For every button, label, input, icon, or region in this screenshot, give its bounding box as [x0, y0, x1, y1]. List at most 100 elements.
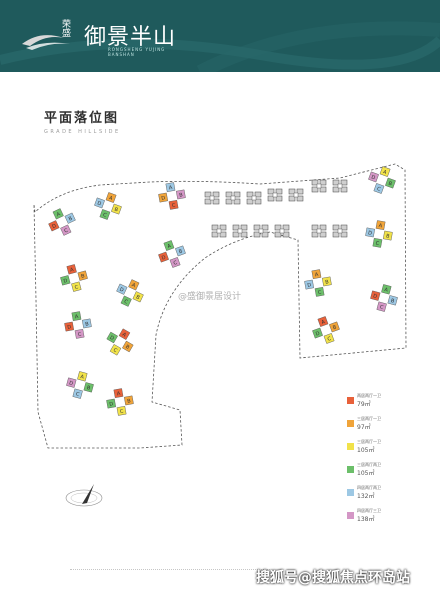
legend-area: 105㎡ [357, 470, 375, 477]
unit-letter: A [378, 223, 383, 230]
unit-letter: C [112, 347, 118, 354]
unit-block [48, 220, 60, 232]
unit-letter: C [173, 260, 179, 267]
legend-swatch [347, 397, 354, 404]
legend-area: 79㎡ [357, 401, 371, 408]
unit-letter: A [108, 195, 114, 202]
tower-block [211, 224, 227, 238]
unit-block [375, 220, 386, 231]
unit-block [368, 171, 379, 183]
unit-block [387, 295, 398, 306]
unit-letter: B [387, 181, 393, 188]
unit-letter: B [178, 248, 184, 255]
unit-letter: D [96, 200, 102, 207]
unit-block [175, 245, 186, 257]
tower-block [232, 224, 248, 238]
legend-swatch [347, 443, 354, 450]
legend-area: 132㎡ [357, 493, 375, 500]
tower-block [274, 224, 290, 238]
legend-area: 97㎡ [357, 424, 371, 431]
unit-letter: A [168, 185, 173, 192]
unit-letter: A [80, 374, 85, 381]
unit-block [72, 388, 83, 399]
unit-block [168, 199, 179, 210]
unit-letter: A [70, 267, 75, 274]
unit-block [111, 203, 122, 215]
watermark-bottom: 搜狐号@搜狐焦点环岛站 [256, 570, 410, 586]
brand-sub: RONGSHENG YUJING BANSHAN [108, 47, 166, 57]
unit-letter: B [85, 321, 90, 328]
unit-block [81, 318, 92, 329]
unit-block [323, 333, 335, 344]
unit-letter: D [372, 293, 377, 300]
tower-block [267, 188, 283, 202]
unit-letter: B [124, 344, 130, 351]
unit-block [373, 183, 385, 194]
unit-block [379, 166, 391, 177]
unit-letter: C [77, 332, 82, 339]
unit-block [128, 279, 140, 291]
unit-letter: B [127, 398, 132, 405]
unit-block [118, 328, 131, 340]
unit-letter: A [116, 391, 121, 398]
legend-item-105a: 三居两厅一卫 105㎡ [347, 439, 427, 462]
legend-label: 三居两厅一卫 [357, 416, 381, 421]
tower-block [332, 224, 348, 238]
unit-letter: B [68, 215, 74, 222]
unit-block [83, 382, 94, 393]
footnote-line [70, 569, 270, 572]
unit-letter: A [56, 211, 62, 218]
unit-letter: A [131, 282, 137, 289]
unit-block [60, 275, 71, 286]
unit-block [311, 269, 322, 280]
unit-block [116, 283, 128, 295]
unit-block [116, 405, 127, 416]
unit-letter: A [314, 272, 319, 279]
tower-block [288, 188, 304, 202]
unit-block [74, 328, 85, 339]
unit-block [99, 209, 111, 220]
unit-block [71, 311, 82, 322]
unit-block [60, 224, 72, 236]
unit-block [66, 264, 77, 275]
site-boundary [33, 163, 407, 449]
unit-block [169, 257, 181, 268]
unit-letter: B [325, 279, 330, 286]
unit-block [382, 230, 393, 241]
header-banner: 荣盛 御景半山 RONGSHENG YUJING BANSHAN [0, 0, 440, 72]
legend-area: 105㎡ [357, 447, 375, 454]
legend-label: 两居两厅一卫 [357, 393, 381, 398]
unit-letter: D [315, 330, 321, 337]
watermark-middle: @盛御景居设计 [178, 292, 242, 302]
unit-block [321, 276, 332, 287]
legend: 两居两厅一卫 79㎡ 三居两厅一卫 97㎡ 三居两厅一卫 105㎡ 三居两厅两卫… [347, 393, 427, 531]
legend-item-105b: 三居两厅两卫 105㎡ [347, 462, 427, 485]
legend-area: 138㎡ [357, 516, 375, 523]
header-decoration [0, 21, 440, 72]
tower-block [311, 224, 327, 238]
tower-block [332, 179, 348, 193]
page-subtitle: GRADE HILLSIDE [44, 129, 121, 135]
unit-block [329, 321, 340, 333]
unit-block [132, 291, 144, 303]
unit-letter: C [171, 203, 176, 210]
unit-block [106, 331, 118, 344]
unit-letter: D [370, 174, 376, 181]
unit-letter: C [63, 227, 69, 234]
unit-letter: B [135, 294, 141, 301]
unit-letter: A [167, 243, 173, 250]
legend-label: 三居两厅两卫 [357, 462, 381, 467]
legend-swatch [347, 489, 354, 496]
unit-letter: B [385, 233, 390, 240]
unit-letter: C [327, 336, 333, 343]
unit-letter: D [109, 401, 114, 408]
